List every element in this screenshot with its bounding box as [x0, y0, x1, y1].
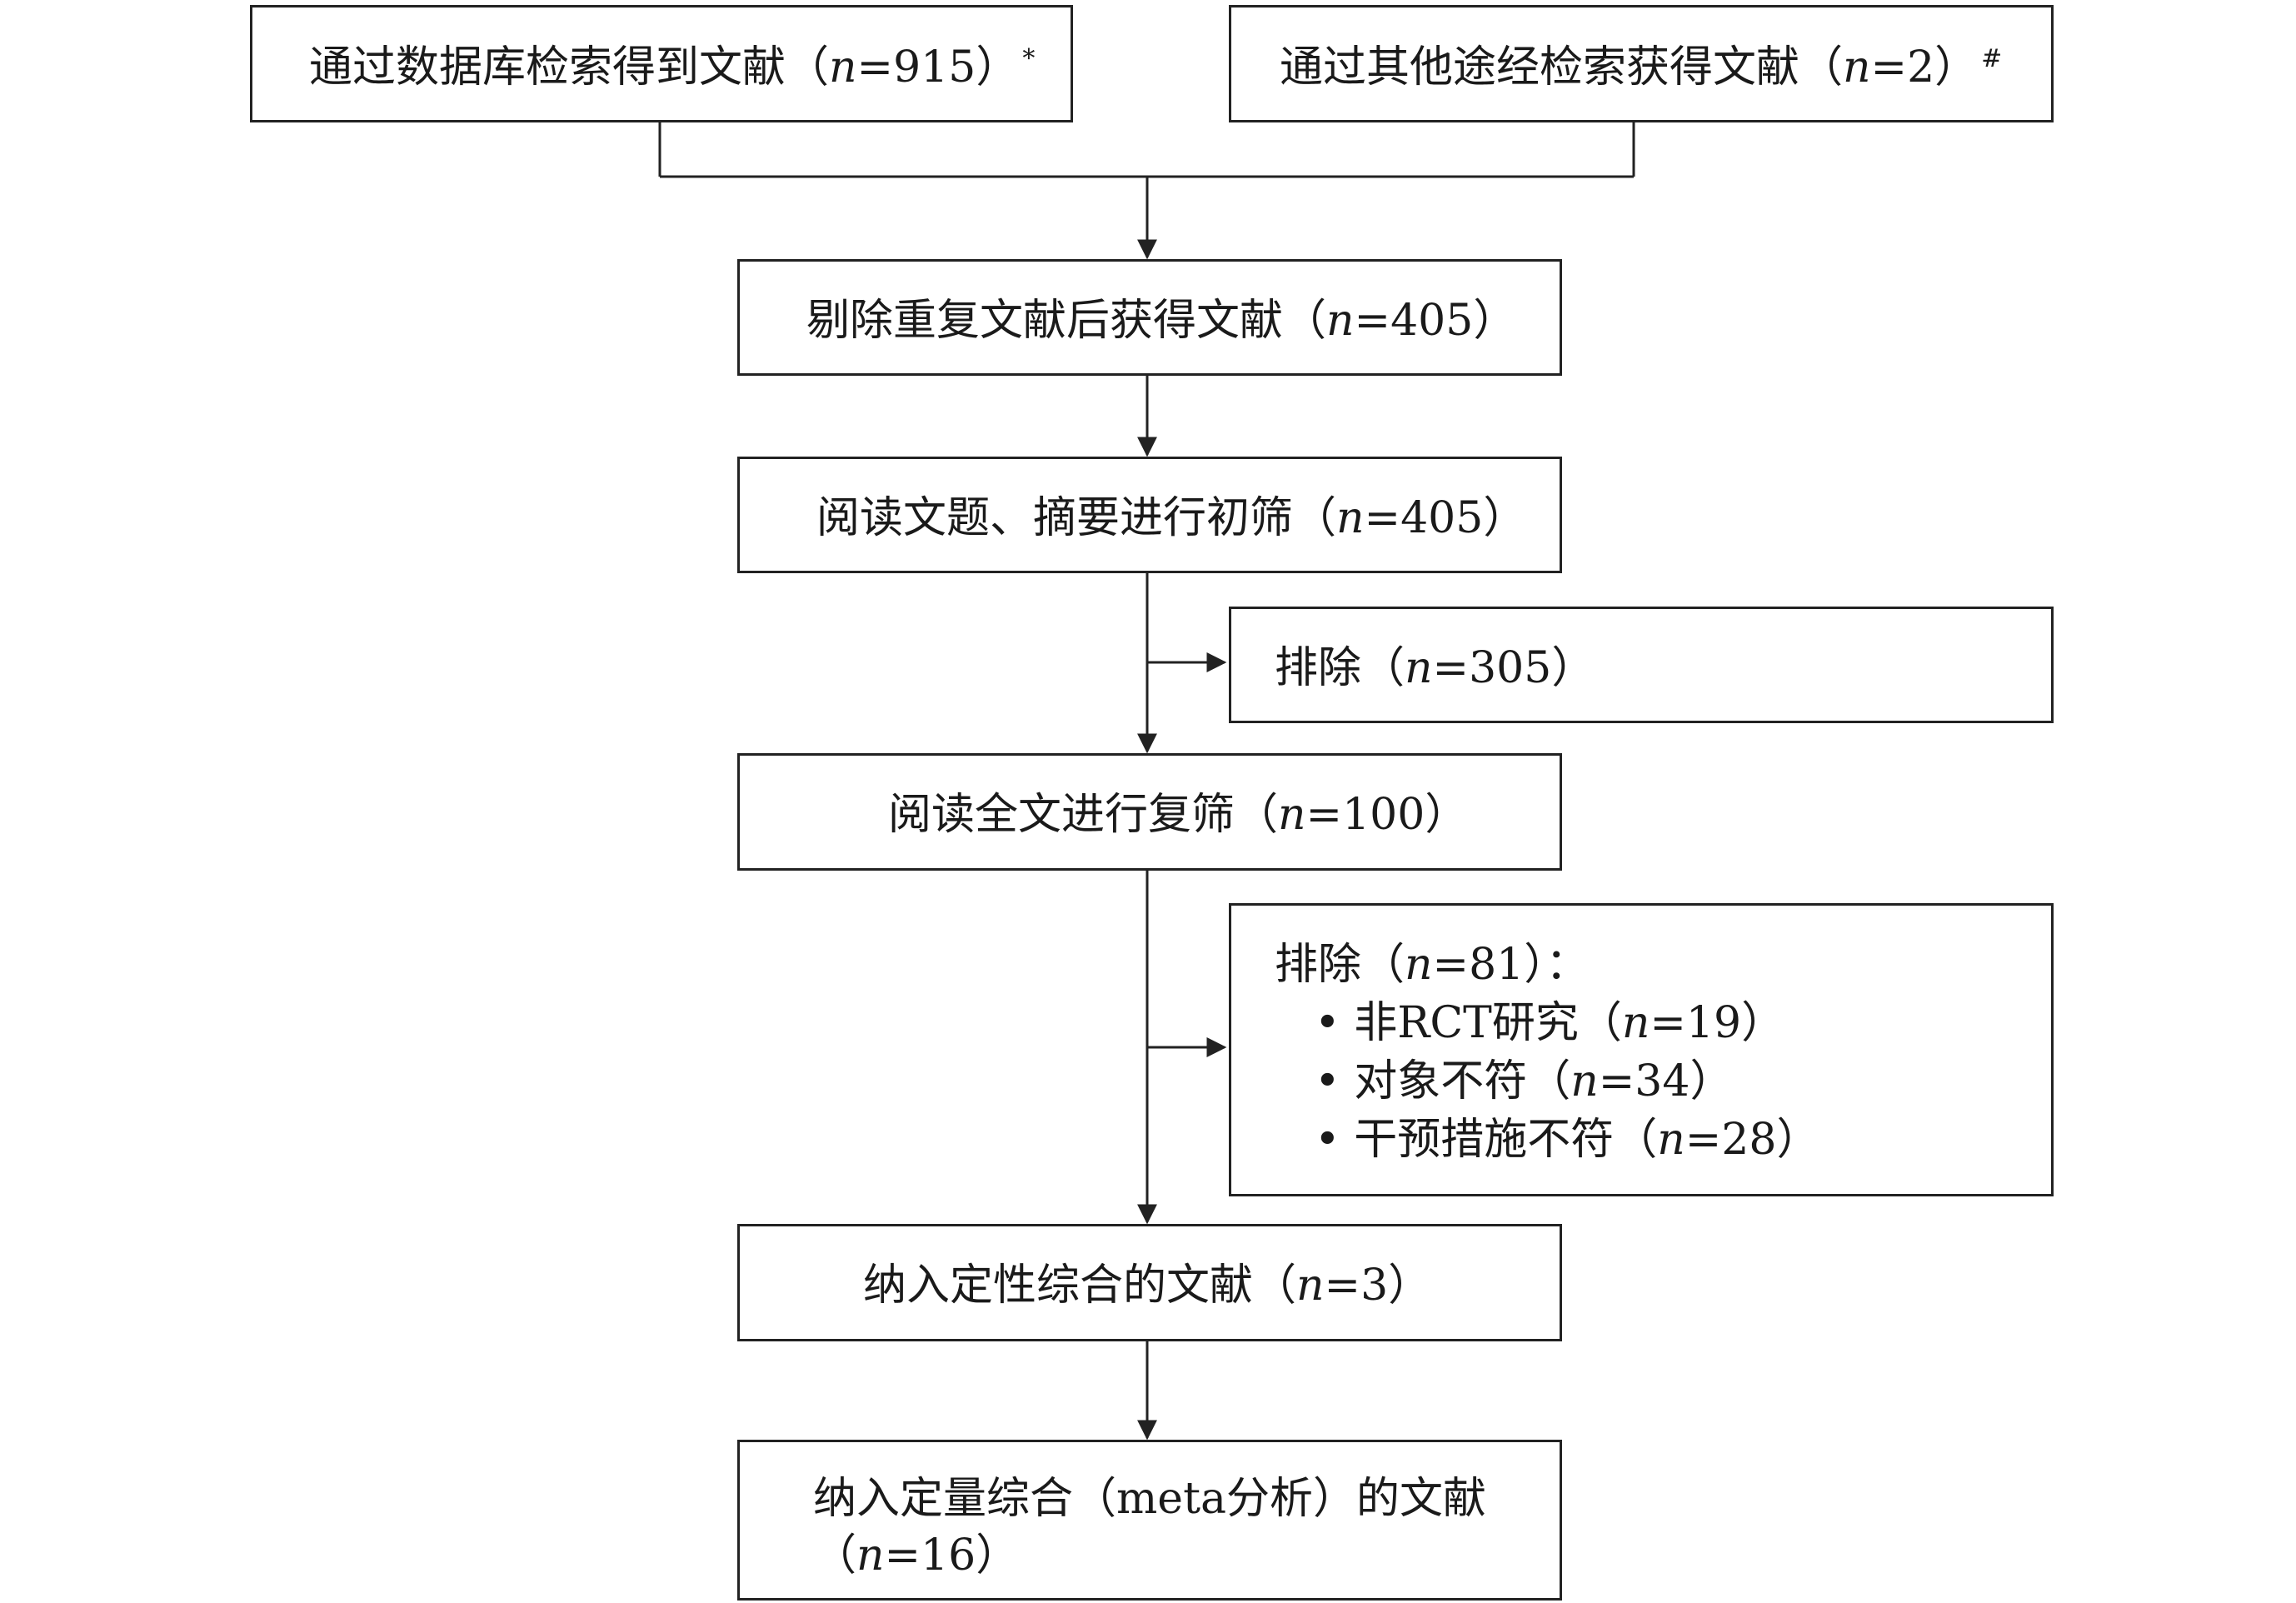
bullet-icon: • [1315, 1056, 1340, 1106]
exclusion-reason-item: • 干预措施不符（n=28） [1315, 1115, 1820, 1165]
bullet-icon: • [1315, 998, 1340, 1048]
bullet-icon: • [1315, 1115, 1340, 1165]
excluded-2-header: 排除（n=81）： [1275, 940, 1590, 990]
asterisk-footnote-mark: * [1022, 43, 1036, 73]
quantitative-label-line2: （n=16） [813, 1531, 1020, 1581]
full-text-box: 阅读全文进行复筛（n=100） [737, 753, 1562, 871]
excluded-2-box: 排除（n=81）： • 非RCT研究（n=19） • 对象不符（n=34） • … [1229, 903, 2054, 1196]
hash-footnote-mark: # [1981, 43, 2003, 73]
title-abstract-label: 阅读文题、摘要进行初筛（n=405） [816, 493, 1527, 543]
qualitative-box: 纳入定性综合的文献（n=3） [737, 1224, 1562, 1341]
qualitative-label: 纳入定性综合的文献（n=3） [863, 1261, 1432, 1311]
full-text-label: 阅读全文进行复筛（n=100） [888, 790, 1469, 840]
database-search-box: 通过数据库检索得到文献（n=915）* [250, 5, 1073, 122]
title-abstract-box: 阅读文题、摘要进行初筛（n=405） [737, 457, 1562, 573]
excluded-1-box: 排除（n=305） [1229, 607, 2054, 723]
quantitative-box: 纳入定量综合（meta分析）的文献 （n=16） [737, 1440, 1562, 1601]
after-dedup-label: 剔除重复文献后获得文献（n=405） [806, 296, 1517, 346]
exclusion-reason-item: • 对象不符（n=34） [1315, 1056, 1734, 1106]
excluded-1-label: 排除（n=305） [1275, 643, 1595, 693]
database-search-label: 通过数据库检索得到文献（n=915）* [309, 42, 1036, 92]
exclusion-reason-item: • 非RCT研究（n=19） [1315, 998, 1785, 1048]
after-dedup-box: 剔除重复文献后获得文献（n=405） [737, 259, 1562, 376]
quantitative-label-line1: 纳入定量综合（meta分析）的文献 [813, 1474, 1486, 1524]
other-search-box: 通过其他途经检索获得文献（n=2）# [1229, 5, 2054, 122]
other-search-label: 通过其他途经检索获得文献（n=2）# [1280, 42, 2003, 92]
